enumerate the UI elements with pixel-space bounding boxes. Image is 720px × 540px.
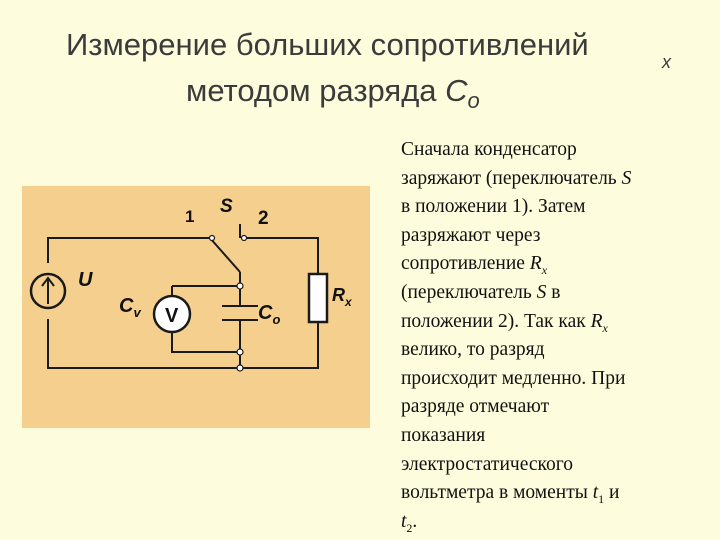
desc-l13-t: t — [592, 482, 599, 504]
desc-l4: разряжают через — [401, 224, 541, 246]
desc-l7-r: R — [590, 310, 603, 332]
desc-line-4: разряжают через — [401, 222, 701, 251]
switch-contact-1 — [208, 234, 216, 242]
label-co: Co — [258, 302, 280, 327]
desc-l5a: сопротивление — [401, 253, 530, 275]
wire-voltmeter-bottom — [171, 332, 240, 353]
desc-line-3: в положении 1). Затем — [401, 193, 701, 222]
slide-title-subscript-x: x — [662, 52, 671, 72]
desc-line-14: t2. — [401, 508, 701, 537]
desc-l11: показания — [401, 424, 486, 446]
source-arrow-icon — [41, 276, 55, 304]
desc-line-11: показания — [401, 422, 701, 451]
desc-l2a: заряжают (переключатель — [401, 167, 622, 189]
desc-line-9: происходит медленно. При — [401, 365, 701, 394]
desc-line-10: разряде отмечают — [401, 393, 701, 422]
desc-line-2: заряжают (переключатель S — [401, 165, 701, 194]
label-cv: Cv — [119, 295, 141, 320]
wire-top-right — [244, 237, 319, 274]
desc-l13a: вольтметра в моменты — [401, 482, 593, 504]
label-switch-s: S — [220, 196, 233, 217]
desc-l5-r: R — [529, 253, 542, 275]
description-text: Сначала конденсатор заряжают (переключат… — [401, 136, 701, 536]
desc-line-7: положении 2). Так как Rx — [401, 308, 701, 337]
desc-l7-sub: x — [602, 320, 608, 335]
desc-l9: происходит медленно. При — [401, 367, 626, 389]
desc-l2-s: S — [621, 167, 632, 189]
label-rx-main: R — [332, 285, 345, 305]
circuit-diagram: 1 S 2 U Cv V Co Rx — [29, 196, 353, 372]
desc-line-13: вольтметра в моменты t1 и — [401, 479, 701, 508]
resistor-rx — [307, 272, 329, 324]
desc-l13-sub: 1 — [598, 492, 605, 507]
desc-l7a: положении 2). Так как — [401, 310, 591, 332]
label-cv-main: C — [119, 295, 134, 317]
source-circle — [29, 272, 67, 310]
wire-top-left — [47, 237, 212, 263]
desc-l14-sub: 2 — [406, 520, 413, 535]
junction-dot-bottom — [236, 364, 244, 372]
desc-line-12: электростатического — [401, 451, 701, 480]
junction-dot-top — [236, 282, 244, 290]
label-cv-sub: v — [133, 305, 141, 320]
label-position-2: 2 — [258, 208, 269, 229]
desc-l8: велико, то разряд — [401, 339, 545, 361]
wire-bottom — [47, 319, 319, 369]
slide-title-text-2: методом разряда — [186, 73, 446, 108]
desc-l1: Сначала конденсатор — [401, 139, 577, 160]
desc-l6-s: S — [536, 281, 547, 303]
label-rx-sub: x — [344, 295, 353, 309]
slide-title-capacitor-symbol: Co — [445, 73, 480, 113]
desc-l14b: . — [412, 510, 418, 532]
voltmeter-circle — [152, 294, 192, 334]
switch-contact-2 — [240, 234, 248, 242]
label-source-u: U — [78, 269, 93, 291]
desc-l12: электростатического — [401, 453, 573, 475]
slide-title-line-1: Измерение больших сопротивлений — [66, 27, 589, 63]
desc-l6b: в — [546, 281, 561, 303]
junction-dot-middle — [236, 348, 244, 356]
label-co-sub: o — [272, 312, 280, 327]
desc-line-6: (переключатель S в — [401, 279, 701, 308]
slide-title-text-1: Измерение больших сопротивлений — [66, 27, 589, 62]
desc-l10: разряде отмечают — [401, 396, 550, 418]
label-co-main: C — [258, 302, 273, 324]
desc-l13b: и — [604, 482, 620, 504]
desc-line-5: сопротивление Rx — [401, 250, 701, 279]
desc-line-8: велико, то разряд — [401, 336, 701, 365]
desc-line-1: Сначала конденсатор — [401, 136, 701, 165]
slide-title-line-2: методом разряда Co — [186, 73, 480, 119]
slide-title-c: C — [445, 73, 468, 108]
desc-l3: в положении 1). Затем — [401, 196, 586, 218]
desc-l14-t: t — [401, 510, 407, 532]
label-position-1: 1 — [185, 207, 194, 226]
desc-l6a: (переключатель — [401, 281, 537, 303]
label-voltmeter-v: V — [165, 305, 179, 327]
desc-l5-sub: x — [541, 263, 548, 278]
slide-title-c-subscript: o — [467, 88, 480, 114]
switch-blade — [209, 237, 241, 273]
label-rx: Rx — [332, 285, 353, 309]
